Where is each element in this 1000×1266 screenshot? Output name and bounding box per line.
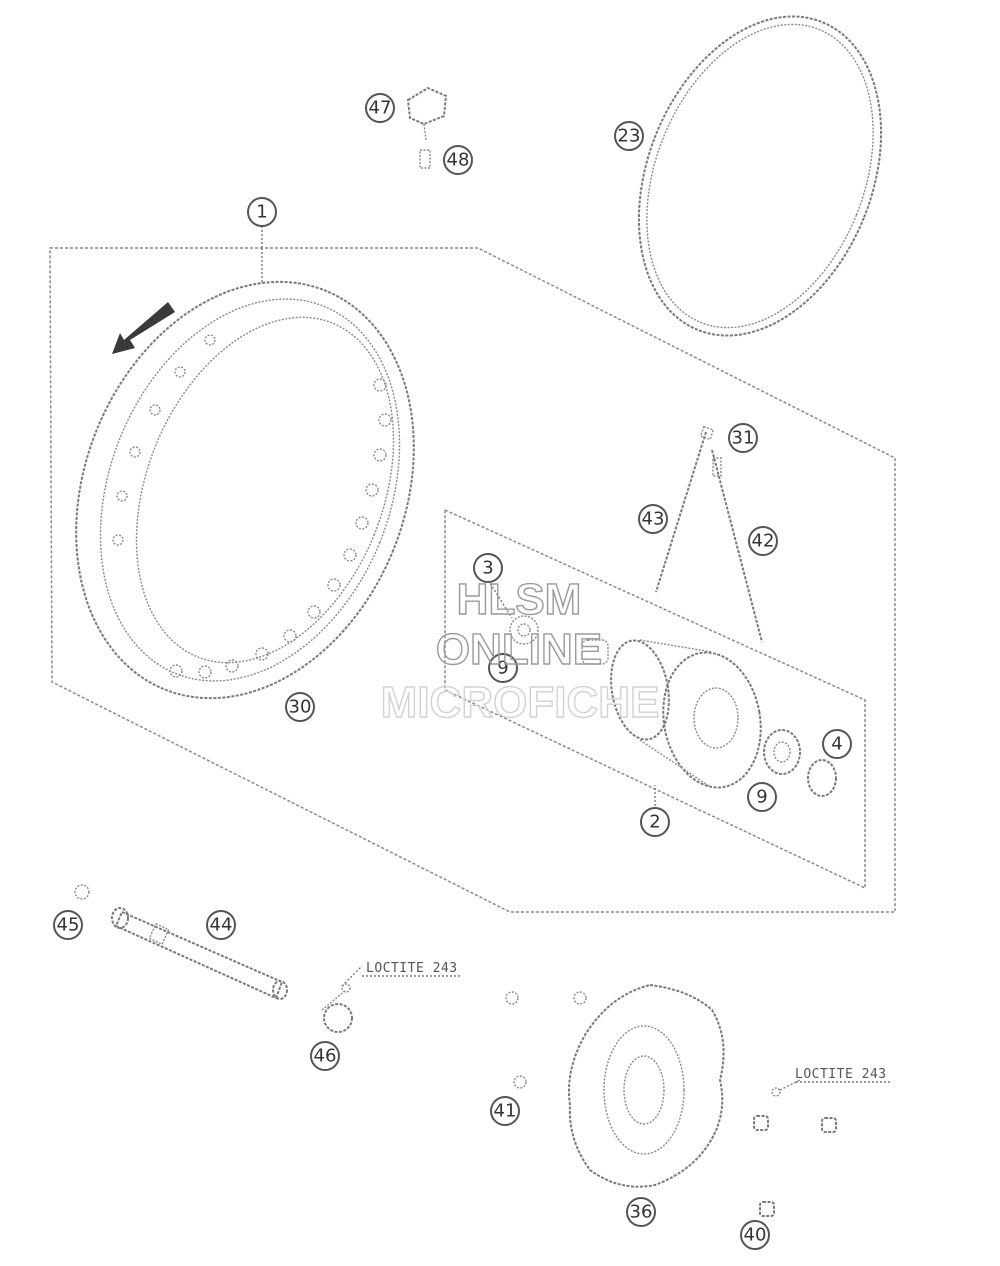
callout-4: 4 xyxy=(822,729,852,759)
callout-3: 3 xyxy=(473,553,503,583)
callout-44: 44 xyxy=(206,910,236,940)
watermark-line-3: MICROFICHE xyxy=(381,678,660,727)
callout-9-upper: 9 xyxy=(488,653,518,683)
callout-45: 45 xyxy=(53,910,83,940)
axle-part xyxy=(74,884,288,1000)
svg-text:47: 47 xyxy=(369,98,392,119)
watermark-line-1: HLSM xyxy=(457,575,582,624)
callout-40: 40 xyxy=(740,1220,770,1250)
svg-text:48: 48 xyxy=(447,150,470,171)
svg-text:42: 42 xyxy=(752,531,775,552)
svg-text:36: 36 xyxy=(630,1202,653,1223)
svg-text:9: 9 xyxy=(756,787,767,808)
svg-text:44: 44 xyxy=(210,915,233,936)
brake-disc-part xyxy=(505,983,725,1188)
callout-31: 31 xyxy=(728,423,758,453)
svg-text:45: 45 xyxy=(57,915,80,936)
svg-text:9: 9 xyxy=(497,658,508,679)
svg-text:46: 46 xyxy=(314,1046,337,1067)
callout-2: 2 xyxy=(640,807,670,837)
watermark-line-2: ONLINE xyxy=(436,625,602,674)
axle-screw-part xyxy=(321,983,353,1033)
callout-42: 42 xyxy=(748,526,778,556)
callout-47: 47 xyxy=(365,93,395,123)
hub-part xyxy=(509,615,837,797)
callout-41: 41 xyxy=(490,1096,520,1126)
leader-lines xyxy=(261,226,892,1091)
callout-36: 36 xyxy=(626,1197,656,1227)
svg-text:4: 4 xyxy=(831,734,842,755)
callout-1: 1 xyxy=(247,197,277,227)
callout-46: 46 xyxy=(310,1041,340,1071)
watermark: HLSM ONLINE MICROFICHE xyxy=(380,574,660,727)
rim-part xyxy=(75,280,415,700)
svg-text:30: 30 xyxy=(289,697,312,718)
callout-30: 30 xyxy=(285,692,315,722)
wheel-assembly-frame xyxy=(49,247,896,913)
spokes-part xyxy=(655,425,763,643)
svg-text:31: 31 xyxy=(732,428,755,449)
disc-screws-part xyxy=(753,1087,837,1217)
svg-text:2: 2 xyxy=(649,812,660,833)
callout-9-lower: 9 xyxy=(747,782,777,812)
svg-text:40: 40 xyxy=(744,1225,767,1246)
tire-band-part xyxy=(637,15,883,337)
svg-text:1: 1 xyxy=(256,202,267,223)
svg-text:43: 43 xyxy=(642,509,665,530)
valve-cap-part xyxy=(406,86,448,169)
callout-43: 43 xyxy=(638,504,668,534)
loctite-note-left: LOCTITE 243 xyxy=(366,961,458,976)
svg-text:3: 3 xyxy=(482,558,493,579)
loctite-note-right: LOCTITE 243 xyxy=(795,1067,887,1082)
svg-text:23: 23 xyxy=(618,126,641,147)
hub-assembly-frame xyxy=(444,508,866,890)
callout-23: 23 xyxy=(614,121,644,151)
callout-48: 48 xyxy=(443,145,473,175)
rotation-direction-arrow xyxy=(112,302,175,354)
svg-text:41: 41 xyxy=(494,1101,517,1122)
